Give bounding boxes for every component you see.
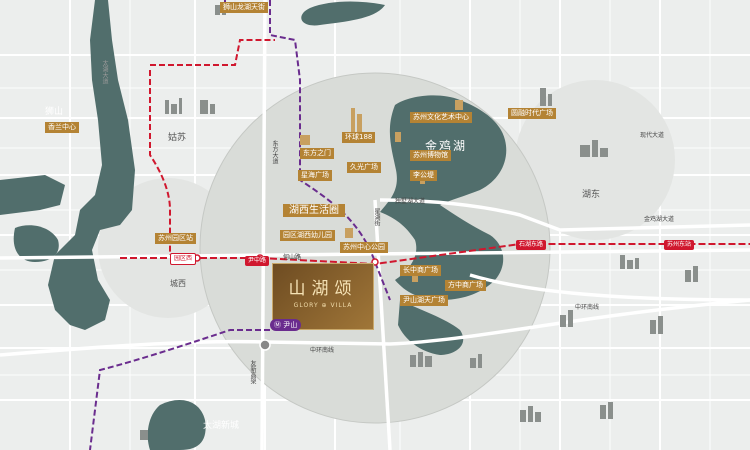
tag-suzhou-yuan: 苏州园区站 bbox=[155, 233, 196, 244]
tag-lizhong: 李公堤 bbox=[410, 170, 437, 181]
station-suzhou-east[interactable]: 苏州东站 bbox=[664, 240, 695, 250]
tag-binhe: 圆融时代广场 bbox=[508, 108, 556, 119]
tag-xingyuan: 星海广场 bbox=[298, 170, 332, 181]
water-bodies bbox=[0, 0, 507, 450]
road-jinji: 金鸡湖大道 bbox=[644, 216, 675, 223]
road-xiandai: 现代大道 bbox=[640, 132, 665, 139]
project-name: 山湖颂 bbox=[288, 279, 358, 299]
project-name-en: GLORY ⊕ VILLA bbox=[293, 302, 353, 309]
station-hexi: 何山路 bbox=[283, 254, 302, 261]
district-shishan: 狮山 bbox=[45, 107, 64, 117]
circle-left bbox=[98, 178, 238, 318]
metro-icon: Ⓜ bbox=[274, 321, 281, 329]
road-dushu: 独墅湖大道 bbox=[395, 198, 426, 205]
district-hudong: 湖东 bbox=[582, 190, 601, 200]
road-zhongnan: 中环南线 bbox=[310, 347, 335, 354]
tag-yinshan: 尹山湖天广场 bbox=[400, 295, 448, 306]
tag-huxi-kind: 园区湖西幼儿园 bbox=[280, 230, 335, 241]
district-taihu: 太湖新城 bbox=[203, 421, 240, 431]
district-xiangcheng: 城西 bbox=[170, 279, 186, 288]
tag-xianglan: 香兰中心 bbox=[45, 122, 79, 133]
tag-sushi-park: 苏州中心公园 bbox=[340, 242, 388, 253]
tag-jiuguang: 久光广场 bbox=[347, 162, 381, 173]
project-card[interactable]: 山湖颂 GLORY ⊕ VILLA bbox=[272, 263, 374, 330]
tag-suzhou-culture: 苏州文化艺术中心 bbox=[410, 112, 472, 123]
tag-fangzhong: 方中商广场 bbox=[445, 280, 486, 291]
tag-huanqiu188: 环球188 bbox=[342, 132, 376, 143]
district-jinji-lake: 金鸡湖 bbox=[425, 139, 468, 153]
station-yinshan[interactable]: Ⓜ 尹山 bbox=[270, 319, 302, 331]
road-zhongnan2: 中环南线 bbox=[575, 304, 600, 311]
road-taihu-ave: 太湖大道 bbox=[101, 60, 108, 84]
district-huxi: 湖西生活圈 bbox=[283, 204, 345, 217]
station-yuan-rd[interactable]: 园区西 bbox=[170, 253, 197, 265]
district-gusu: 姑苏 bbox=[168, 133, 187, 143]
tag-changzhong: 长中商广场 bbox=[400, 265, 441, 276]
road-xinghu: 星湖街 bbox=[373, 208, 380, 226]
circle-right bbox=[515, 80, 675, 240]
station-yinzhong[interactable]: 尹中路 bbox=[245, 256, 270, 266]
road-youxin: 友新高架 bbox=[249, 360, 256, 384]
tag-shishan-mall: 狮山龙湖天街 bbox=[220, 2, 268, 13]
tag-eastern-gate: 东方之门 bbox=[300, 148, 334, 159]
road-dongfang: 东方大道 bbox=[271, 140, 278, 164]
tag-suzhou-museum: 苏州博物馆 bbox=[410, 150, 451, 161]
station-shishan-rd[interactable]: 石湖东路 bbox=[516, 240, 547, 250]
